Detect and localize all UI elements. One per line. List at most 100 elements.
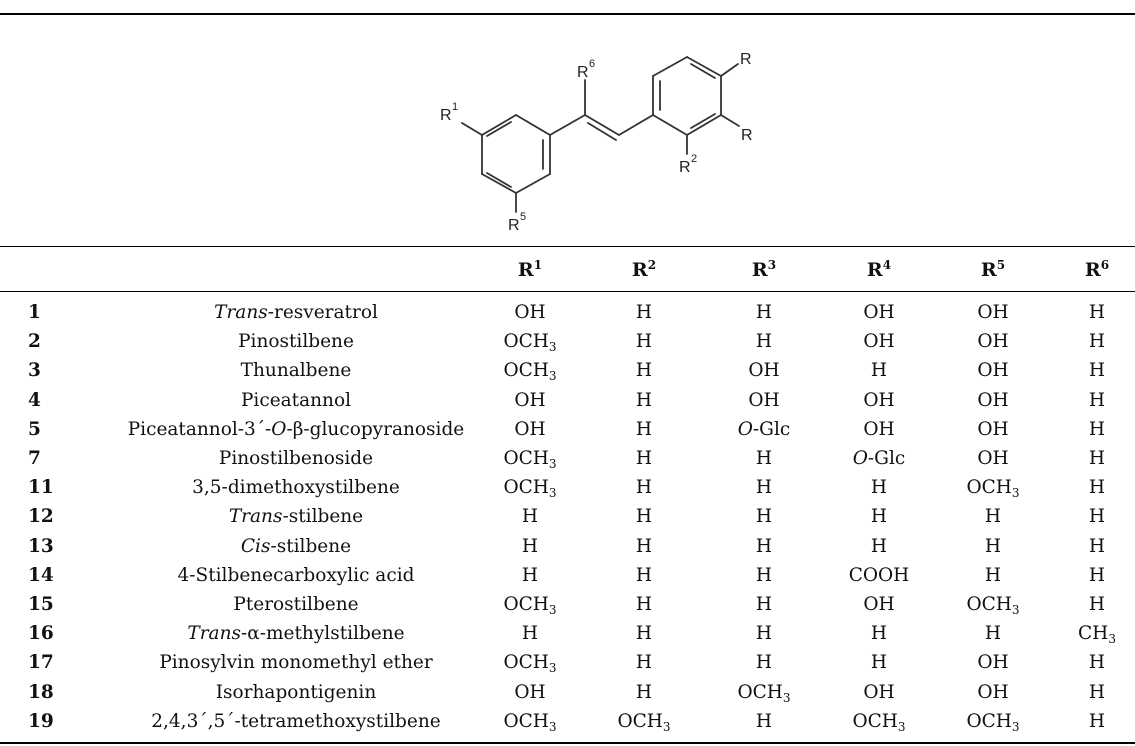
substituent-r4: H (870, 623, 888, 645)
substituent-r2: H (635, 594, 653, 615)
substituent-r4: O-Glc (852, 448, 906, 469)
bond (515, 114, 551, 136)
compound-name: Trans-α-methylstilbene (187, 623, 405, 645)
compound-number: 17 (28, 652, 54, 674)
substituent-r6: H (1088, 389, 1106, 411)
compound-number: 19 (28, 710, 54, 732)
r1-label: R (440, 107, 452, 124)
substituent-r5: OH (977, 418, 1009, 440)
compound-number: 15 (28, 594, 54, 615)
substituent-r4: H (870, 535, 888, 557)
header-r3: R3 (704, 256, 824, 284)
header-sup: 1 (533, 258, 543, 272)
r1-label-sup: 1 (452, 101, 458, 113)
compound-name: Pinostilbenoside (218, 448, 374, 469)
substituent-r3: OCH3 (737, 681, 791, 705)
substituent-r6: CH3 (1078, 623, 1116, 647)
substituent-r5: OH (977, 331, 1009, 353)
r3-bond (720, 114, 740, 127)
table-top-rule (0, 13, 1135, 15)
substituent-r6: H (1088, 477, 1106, 499)
substituent-r4: OH (863, 594, 895, 615)
header-sup: 6 (1100, 258, 1110, 272)
bond (652, 114, 688, 136)
substituent-r4: H (870, 360, 888, 382)
substituent-r3: H (755, 623, 773, 645)
compound-number: 12 (28, 506, 54, 528)
compound-number: 2 (28, 331, 41, 353)
substituent-r4: OH (863, 681, 895, 703)
compound-number: 1 (28, 302, 41, 323)
header-r4: R4 (819, 256, 939, 284)
substituent-r4: OH (863, 302, 895, 323)
bond (618, 114, 654, 136)
bond (549, 114, 586, 136)
compound-name: Trans-stilbene (228, 506, 364, 528)
inner-bond (690, 113, 716, 129)
substituent-r1: H (521, 506, 539, 528)
r2-label-sup: 2 (691, 153, 697, 165)
compound-number: 5 (28, 418, 41, 440)
substituent-r3: H (755, 331, 773, 353)
substituent-r3: H (755, 535, 773, 557)
substituent-r4: COOH (848, 564, 910, 586)
substituent-r4: OH (863, 331, 895, 353)
compound-number: 14 (28, 564, 54, 586)
substituent-r2: H (635, 623, 653, 645)
substituent-r1: OH (514, 418, 546, 440)
substituent-r6: H (1088, 360, 1106, 382)
inner-bond (690, 63, 716, 79)
header-base: R (751, 259, 768, 281)
substituent-r5: OH (977, 652, 1009, 674)
substituent-r3: H (755, 594, 773, 615)
compound-number: 3 (28, 360, 41, 382)
substituent-r1: OCH3 (503, 331, 557, 355)
compound-name: 4-Stilbenecarboxylic acid (177, 564, 415, 586)
substituent-r6: H (1088, 418, 1106, 440)
r2-label: R (679, 159, 691, 176)
substituent-r6: H (1088, 331, 1106, 353)
compound-number: 7 (28, 448, 41, 469)
substituent-r1: OCH3 (503, 710, 557, 734)
substituent-r4: H (870, 652, 888, 674)
compound-number: 4 (28, 389, 41, 411)
substituent-r3: O-Glc (737, 418, 791, 440)
substituent-r3: H (755, 652, 773, 674)
header-sup: 2 (647, 258, 657, 272)
bond (686, 114, 722, 136)
substituent-r4: H (870, 477, 888, 499)
table-header-rule (0, 291, 1135, 292)
compound-name: Isorhapontigenin (215, 681, 377, 703)
header-sup: 4 (882, 258, 892, 272)
bond (481, 173, 517, 194)
substituent-r6: H (1088, 564, 1106, 586)
substituent-r3: H (755, 448, 773, 469)
inner-bond (486, 172, 512, 188)
inner-bond (486, 121, 512, 137)
compound-number: 16 (28, 623, 54, 645)
substituent-r5: OH (977, 448, 1009, 469)
substituent-r3: H (755, 506, 773, 528)
substituent-r2: H (635, 506, 653, 528)
r5-label-sup: 5 (520, 211, 526, 223)
r5-label: R (508, 217, 520, 234)
substituent-r2: H (635, 652, 653, 674)
substituent-r5: OCH3 (966, 710, 1020, 734)
compound-name: Trans-resveratrol (214, 302, 378, 323)
substituent-r2: H (635, 448, 653, 469)
compound-name: Piceatannol-3´-O-β-glucopyranoside (127, 418, 465, 440)
r3-label: R (741, 127, 752, 144)
substituent-r6: H (1088, 535, 1106, 557)
substituent-r1: OCH3 (503, 652, 557, 676)
substituent-r1: H (521, 535, 539, 557)
substituent-r5: OH (977, 360, 1009, 382)
substituent-r2: H (635, 302, 653, 323)
